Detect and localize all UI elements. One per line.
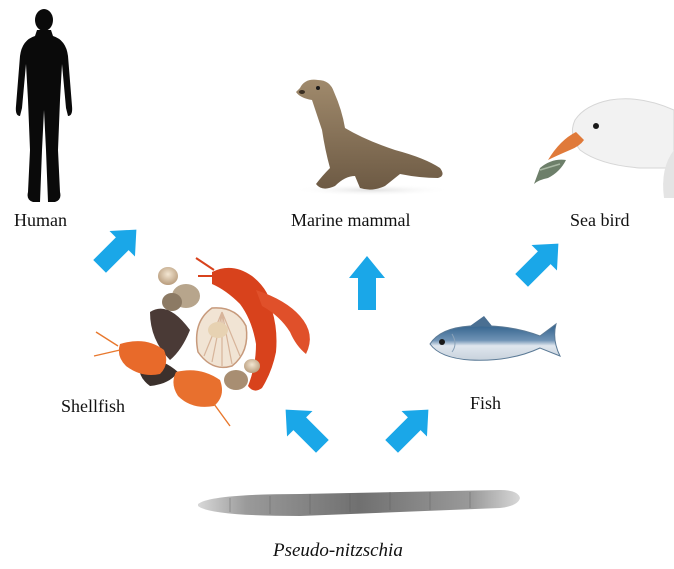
arrow-to-marine-mammal <box>349 256 385 310</box>
diatom-icon <box>198 490 520 516</box>
arrow-source-to-shellfish <box>273 397 335 459</box>
fish-icon <box>430 316 560 360</box>
human-silhouette-icon <box>16 9 72 202</box>
arrow-fish-to-sea-bird <box>509 231 571 293</box>
label-shellfish: Shellfish <box>61 396 125 417</box>
label-fish: Fish <box>470 393 501 414</box>
seal-icon <box>292 80 452 196</box>
sea-gull-icon <box>534 99 674 198</box>
arrow-source-to-fish <box>379 397 441 459</box>
label-marine-mammal: Marine mammal <box>291 210 410 231</box>
label-human: Human <box>14 210 67 231</box>
label-pseudo-nitzschia: Pseudo-nitzschia <box>273 540 403 562</box>
label-sea-bird: Sea bird <box>570 210 629 231</box>
arrow-shellfish-to-human <box>87 217 149 279</box>
shellfish-pile-icon <box>94 258 310 426</box>
